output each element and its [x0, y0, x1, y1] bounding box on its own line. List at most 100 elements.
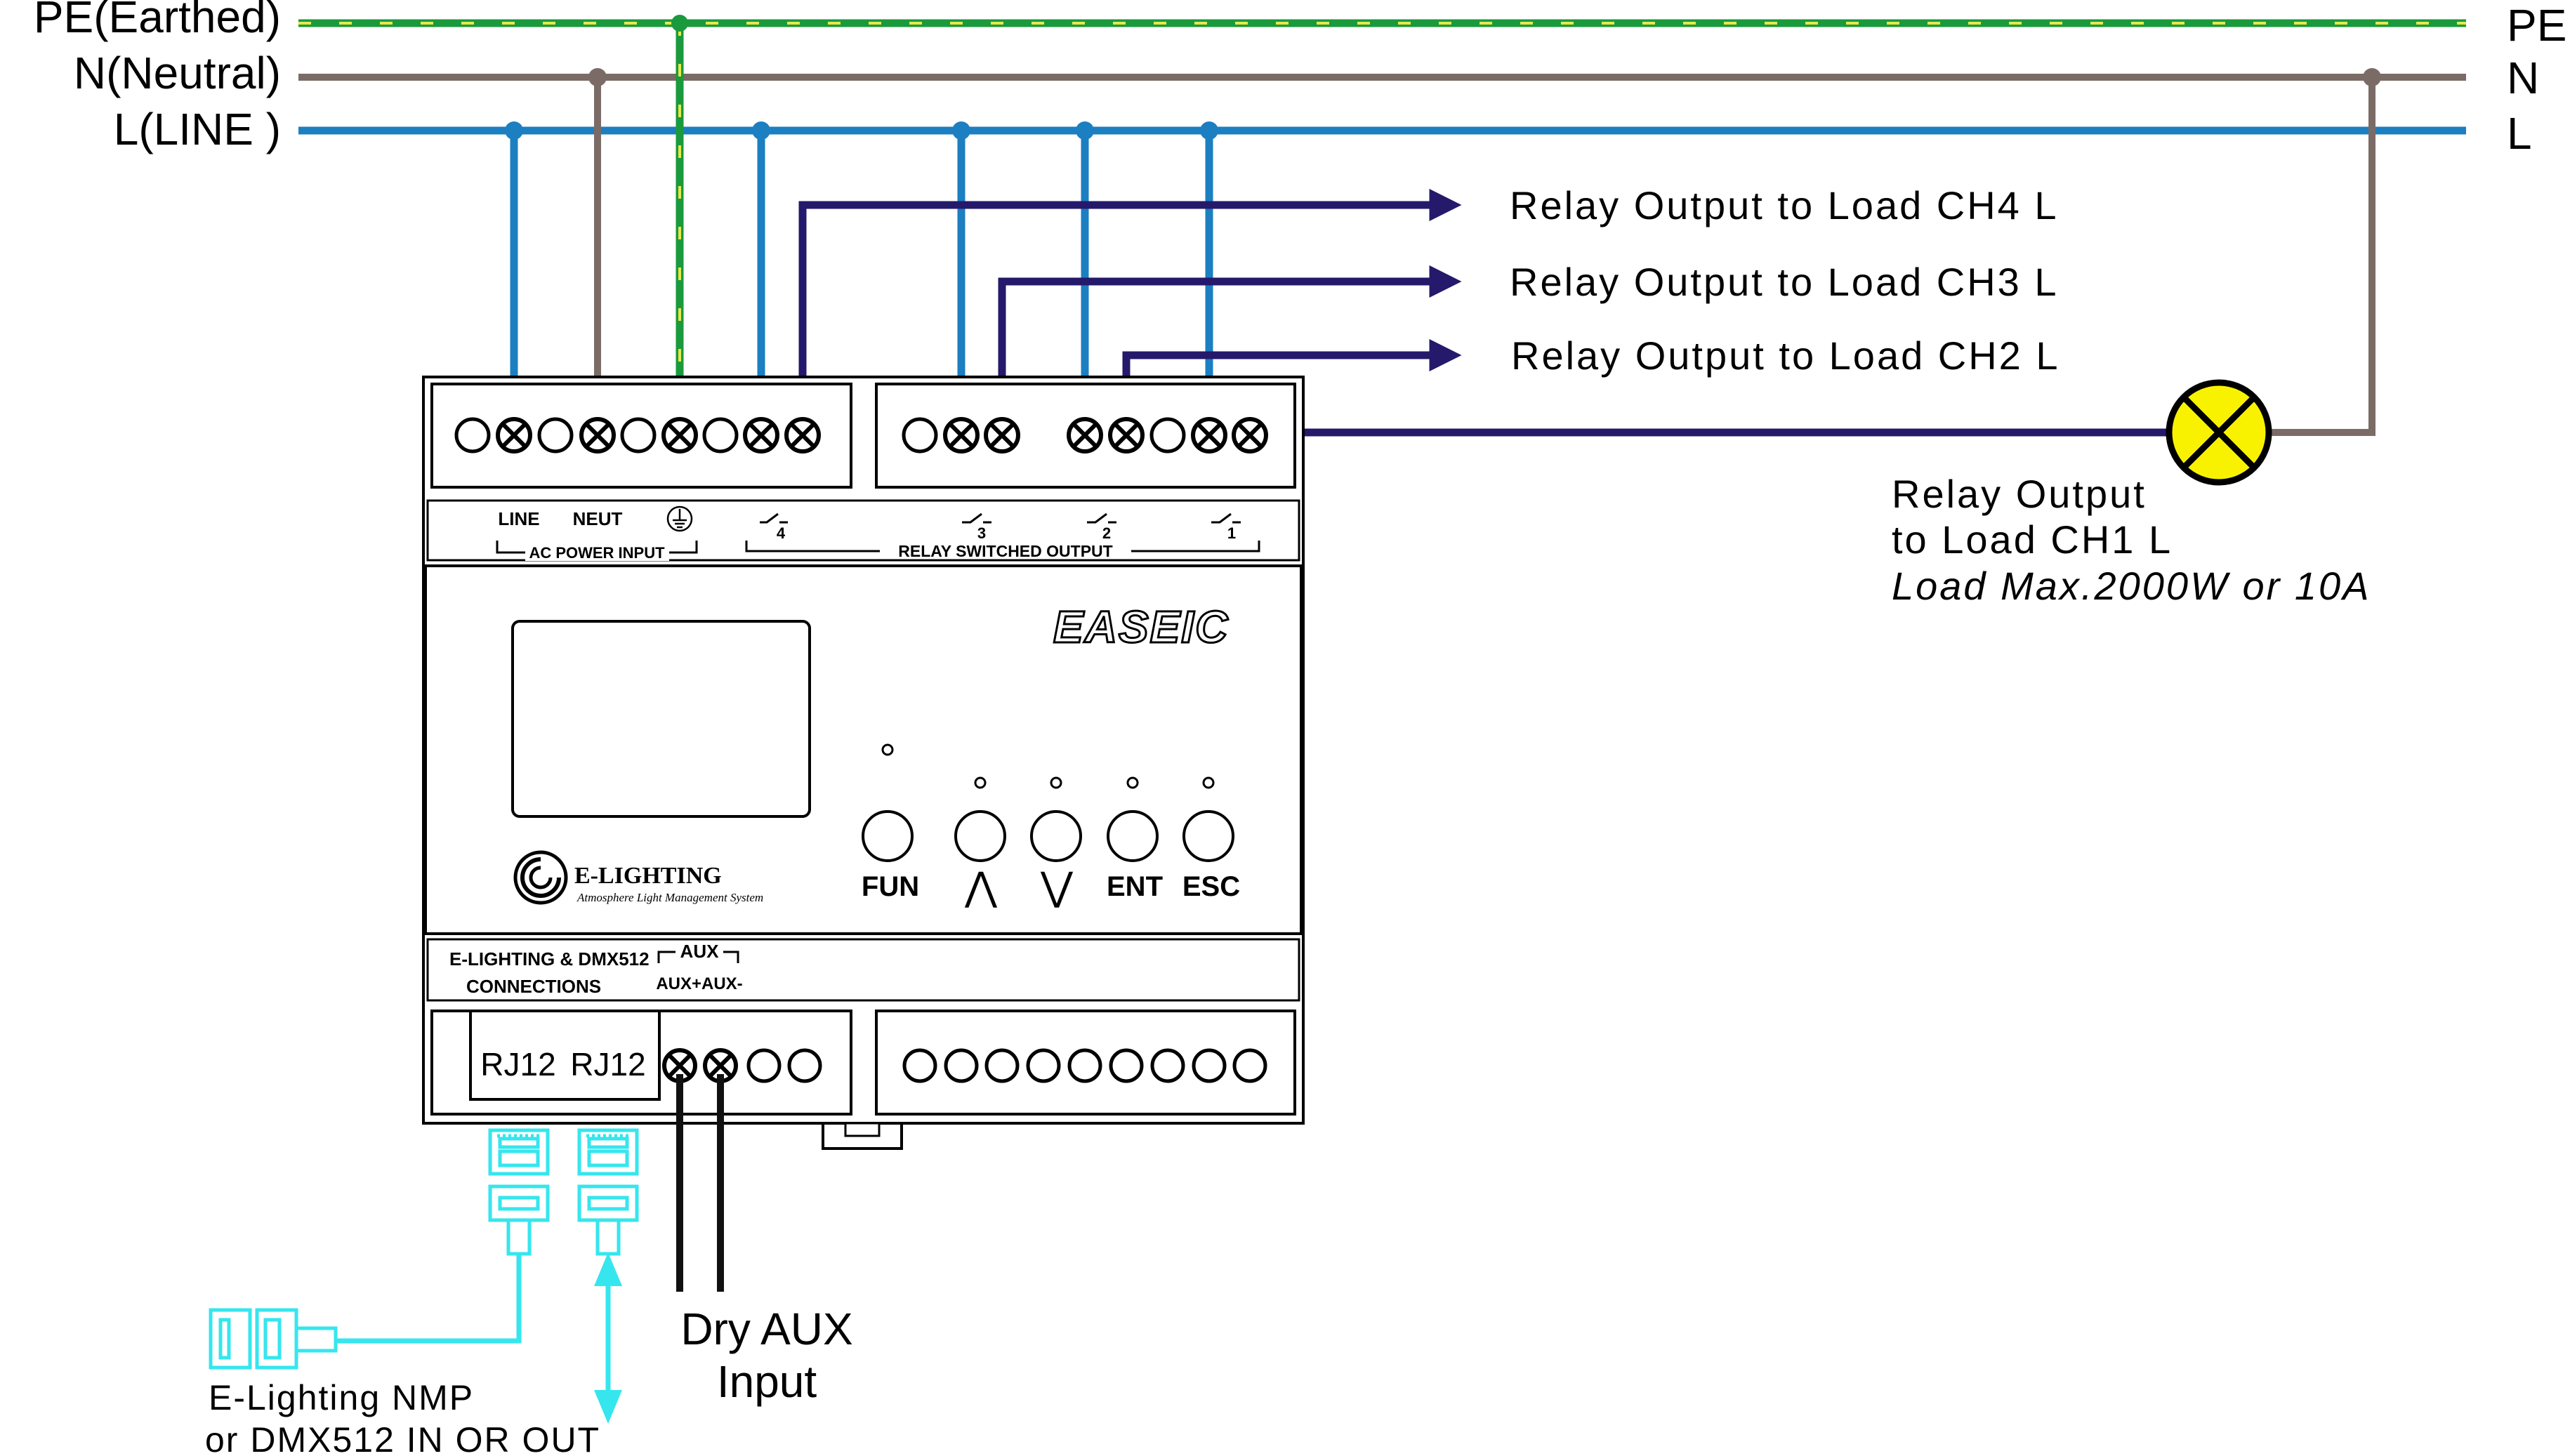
relay-ch1-number: 1 — [1227, 524, 1236, 542]
esc-button-label: ESC — [1182, 871, 1240, 902]
bottom-terminals — [746, 1048, 1267, 1083]
aux-input-wires — [676, 1074, 724, 1292]
terminal-open — [746, 1048, 782, 1083]
up-button[interactable] — [954, 810, 1006, 862]
terminal-wired — [1191, 417, 1227, 454]
pe-short-label: PE — [2507, 0, 2566, 51]
relay-ch4-number: 4 — [777, 524, 786, 542]
lamp-icon — [2166, 379, 2272, 486]
ch3-output-label: Relay Output to Load CH3 L — [1510, 260, 2059, 304]
dry-aux-label-line2: Input — [717, 1356, 817, 1407]
connections-label-line2: CONNECTIONS — [466, 976, 601, 997]
control-buttons — [862, 810, 1234, 862]
relay-switched-output-label: RELAY SWITCHED OUTPUT — [898, 542, 1112, 560]
ch1-load-max-label: Load Max.2000W or 10A — [1892, 564, 2371, 608]
led-indicator — [1050, 776, 1062, 789]
aux-pm-label: AUX+AUX- — [656, 974, 742, 993]
terminal-open — [984, 1048, 1020, 1083]
terminal-open — [944, 1048, 979, 1083]
terminal-wired — [784, 417, 821, 454]
esc-button[interactable] — [1182, 810, 1234, 862]
relay-switch-icons — [760, 512, 1241, 524]
bottom-label-strip — [426, 938, 1300, 1002]
lcd-display — [511, 620, 811, 818]
aux-wired-terminals — [662, 1048, 738, 1083]
ch4-output-label: Relay Output to Load CH4 L — [1510, 183, 2059, 227]
junction-dot — [1076, 121, 1094, 140]
led-indicator — [1126, 776, 1139, 789]
terminal-wired — [943, 417, 980, 454]
terminal-open — [454, 417, 491, 454]
line-label: L(LINE ) — [114, 104, 281, 154]
elighting-logo-subtitle: Atmosphere Light Management System — [576, 891, 763, 904]
rj12-side-connector-icon — [209, 1308, 338, 1370]
bidirectional-arrow-icon — [594, 1252, 622, 1424]
relay-switch-icon — [1211, 512, 1241, 524]
lamp-neutral-return — [2268, 77, 2375, 436]
rj12-port-b-label: RJ12 — [570, 1046, 645, 1083]
line-terminal-label: LINE — [498, 508, 539, 529]
earth-symbol-icon — [666, 505, 693, 532]
neut-terminal-label: NEUT — [573, 508, 623, 529]
connections-label-line1: E-LIGHTING & DMX512 — [449, 948, 650, 969]
terminal-open — [1026, 1048, 1061, 1083]
terminal-open — [1067, 1048, 1102, 1083]
bus-lines — [298, 19, 2466, 135]
elighting-logo-text: E-LIGHTING — [574, 863, 722, 889]
aux-label: AUX — [680, 941, 720, 962]
nmp-label-line1: E-Lighting NMP — [209, 1378, 474, 1417]
top-terminals — [454, 417, 1186, 454]
nmp-label-line2: or DMX512 IN OR OUT — [205, 1420, 600, 1456]
terminal-open — [787, 1048, 822, 1083]
junction-dot — [952, 121, 970, 140]
dry-aux-label-line1: Dry AUX — [680, 1304, 852, 1354]
pe-label: PE(Earthed) — [34, 0, 281, 42]
easeic-brand-logo: EASEIC — [1053, 602, 1229, 652]
fun-button-label: FUN — [862, 871, 919, 902]
terminal-wired — [984, 417, 1020, 454]
junction-dot — [752, 121, 770, 140]
ch1-output-label-line2: to Load CH1 L — [1892, 517, 2173, 562]
relay-switch-icon — [962, 512, 991, 524]
down-button-label: ⋁ — [1040, 864, 1074, 908]
junction-dot — [505, 121, 523, 140]
terminal-open — [537, 417, 574, 454]
led-indicator — [881, 743, 894, 756]
neutral-label: N(Neutral) — [74, 48, 281, 98]
terminal-wired — [579, 417, 616, 454]
junction-dots — [505, 15, 2381, 140]
terminal-wired — [661, 417, 698, 454]
terminal-wired — [1067, 417, 1103, 454]
terminal-wired — [1232, 417, 1268, 454]
ch1-output-label-line1: Relay Output — [1892, 472, 2147, 516]
top-wired-terminals — [496, 417, 1268, 454]
terminal-wired — [1108, 417, 1145, 454]
ac-power-input-label: AC POWER INPUT — [529, 544, 665, 562]
terminal-open — [1149, 417, 1186, 454]
terminal-wired — [743, 417, 779, 454]
relay-ch2-number: 2 — [1102, 524, 1111, 542]
led-indicator — [1202, 776, 1215, 789]
terminal-open — [1109, 1048, 1144, 1083]
drop-wires — [510, 23, 1213, 432]
junction-dot — [671, 15, 688, 32]
fun-button[interactable] — [862, 810, 914, 862]
ch2-output-label: Relay Output to Load CH2 L — [1511, 333, 2060, 378]
ent-button-label: ENT — [1107, 871, 1163, 902]
neutral-short-label: N — [2507, 53, 2539, 103]
terminal-open — [902, 417, 938, 454]
line-short-label: L — [2507, 108, 2532, 159]
terminal-wired — [496, 417, 532, 454]
up-button-label: ⋀ — [964, 864, 998, 908]
rj12-cable-a — [337, 1254, 522, 1344]
terminal-open — [902, 1048, 937, 1083]
led-indicator — [974, 776, 987, 789]
relay-ch3-number: 3 — [977, 524, 986, 542]
relay-switch-icon — [1087, 512, 1116, 524]
rj12-port-a-label: RJ12 — [480, 1046, 555, 1083]
down-button[interactable] — [1030, 810, 1082, 862]
ent-button[interactable] — [1107, 810, 1159, 862]
controller-device: LINE NEUT AC POWER INPUT 4 3 2 1 RELAY S… — [422, 376, 1305, 1150]
terminal-open — [620, 417, 657, 454]
